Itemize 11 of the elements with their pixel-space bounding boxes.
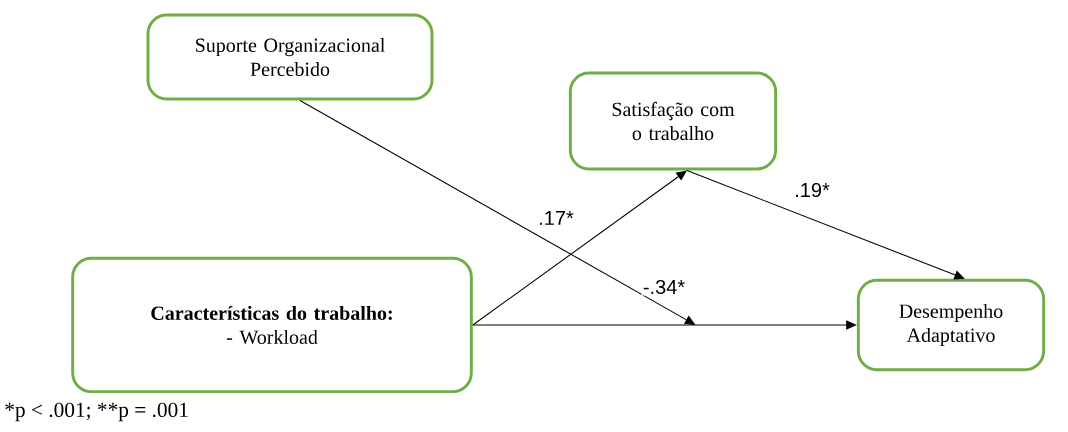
arrow	[472, 320, 857, 330]
edge-label: -.34*	[641, 278, 687, 296]
edge-label: .17*	[536, 209, 576, 227]
process-box: Suporte Organizacional Percebido	[146, 13, 434, 101]
arrow	[472, 170, 687, 326]
edge-label: .19*	[792, 181, 832, 199]
process-box: Satisfação com o trabalho	[568, 71, 778, 171]
process-box: Desempenho Adaptativo	[856, 278, 1046, 372]
footnote: *p < .001; **p = .001	[5, 402, 188, 422]
arrow	[686, 169, 965, 280]
process-box: Características do trabalho: - Workload	[71, 256, 473, 394]
